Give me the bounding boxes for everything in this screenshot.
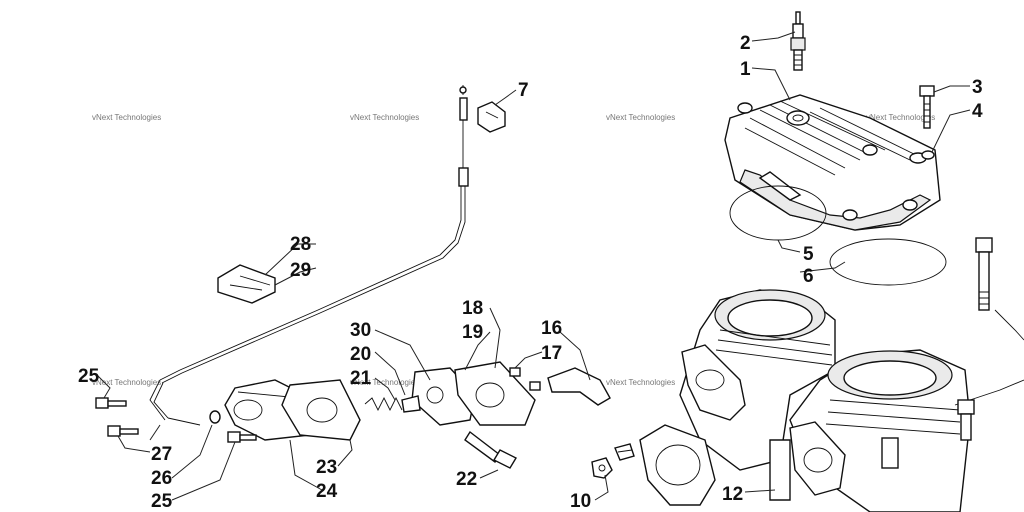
leader-line (494, 89, 517, 106)
cable-clip (477, 101, 506, 133)
leader-line (264, 243, 316, 276)
head-gasket (829, 238, 947, 286)
cylinder-block (679, 289, 971, 512)
leader-line (489, 307, 501, 369)
nut (957, 399, 975, 441)
callout-26: 26 (151, 468, 172, 489)
watermark: vNext Technologies (92, 113, 161, 122)
throttle-lever (547, 367, 611, 406)
leader-line (274, 267, 317, 286)
pin (529, 381, 541, 391)
callout-2: 2 (740, 33, 751, 54)
leader-line (479, 469, 499, 479)
pin (509, 367, 521, 377)
callout-23: 23 (316, 457, 337, 478)
throttle-cable (149, 85, 469, 426)
callout-22: 22 (456, 469, 477, 490)
leader-line (171, 424, 213, 479)
callout-4: 4 (972, 101, 983, 122)
leader-line (171, 441, 236, 501)
hose-clip (217, 264, 276, 304)
leader-line (751, 31, 796, 42)
callout-25: 25 (78, 366, 100, 387)
callout-30: 30 (350, 320, 371, 341)
callout-19: 19 (462, 322, 483, 343)
head-bolt (919, 85, 935, 129)
callout-16: 16 (541, 318, 562, 339)
callout-12: 12 (722, 484, 743, 505)
leader-line (933, 85, 970, 93)
callout-21: 21 (350, 368, 372, 389)
callout-17: 17 (541, 343, 562, 364)
callout-27: 27 (151, 444, 172, 465)
bolt (107, 425, 139, 437)
callout-25: 25 (151, 491, 173, 512)
leader-line (374, 351, 406, 396)
callout-29: 29 (290, 260, 311, 281)
callout-7: 7 (518, 80, 529, 101)
watermark: vNext Technologies (606, 378, 675, 387)
bolt (227, 431, 257, 443)
callout-3: 3 (972, 77, 983, 98)
spring (364, 395, 421, 413)
leader-line (931, 109, 971, 153)
callout-1: 1 (740, 59, 751, 80)
watermark: vNext Technologies (606, 113, 675, 122)
watermark: vNext Technologies (350, 113, 419, 122)
leader-line (374, 377, 396, 401)
cylinder-head (724, 94, 941, 231)
callout-5: 5 (803, 244, 814, 265)
reed-valve-block (411, 361, 536, 426)
callout-6: 6 (803, 266, 814, 287)
watermark: vNext Technologies (92, 378, 161, 387)
leader-line (149, 424, 161, 441)
leader-line (744, 489, 776, 493)
leader-line (117, 435, 151, 453)
leader-line (289, 439, 323, 491)
leader-line (464, 331, 491, 371)
watermark: vNext Technologies (866, 113, 935, 122)
callout-28: 28 (290, 234, 311, 255)
flange-nut (591, 457, 613, 479)
bolt (95, 397, 127, 409)
bolt (464, 430, 517, 469)
leader-line (374, 329, 431, 381)
leader-line (97, 375, 111, 399)
exhaust-stud (614, 443, 635, 461)
spark-plug (790, 11, 806, 71)
watermark: vNext Technologies (350, 378, 419, 387)
callout-18: 18 (462, 298, 483, 319)
stud-outline (994, 309, 1024, 341)
leader-line (594, 474, 609, 501)
callout-20: 20 (350, 344, 371, 365)
cylinder-stud (975, 237, 993, 311)
exhaust-gasket (639, 424, 716, 506)
o-ring (209, 410, 221, 424)
leader-line (337, 439, 353, 467)
leader-line (514, 351, 543, 369)
leader-line (777, 239, 801, 253)
callout-10: 10 (570, 491, 591, 512)
washer (921, 150, 935, 160)
leader-line (559, 331, 591, 381)
leader-line (751, 67, 791, 101)
leader-line (799, 261, 846, 273)
callout-24: 24 (316, 481, 338, 502)
